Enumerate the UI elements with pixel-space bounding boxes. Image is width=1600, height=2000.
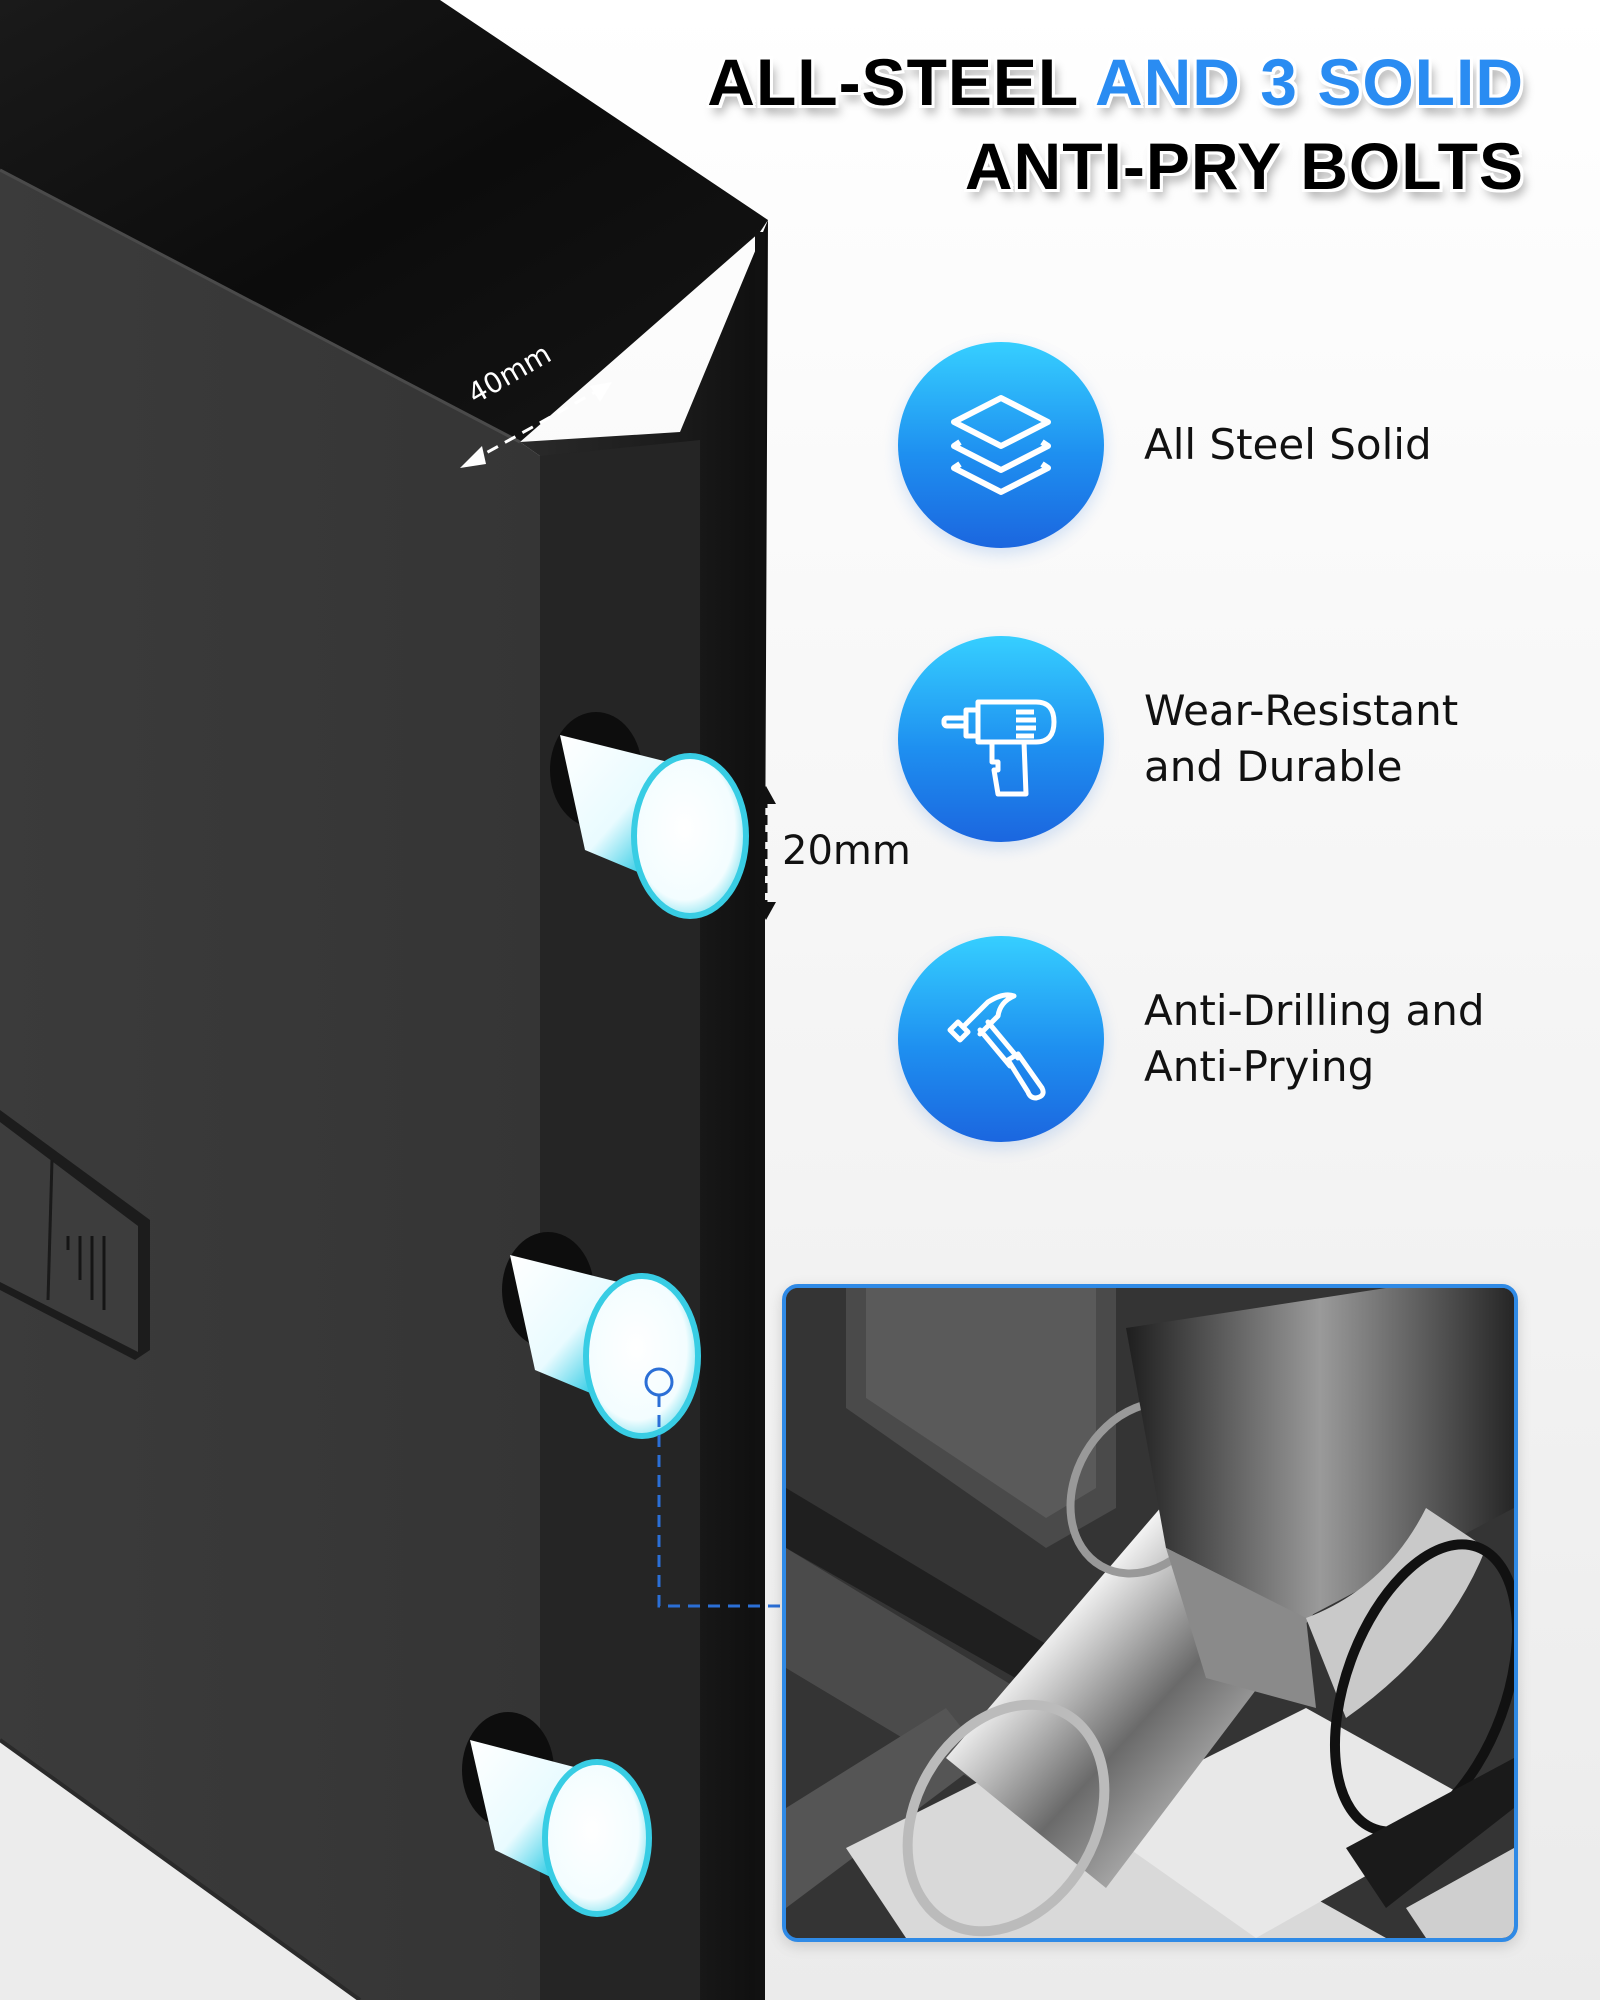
feature-badge (898, 342, 1104, 548)
door-front-face (0, 170, 540, 2000)
bolt-bottom (462, 1712, 652, 1917)
diameter-dimension-arrow (756, 786, 776, 920)
bolt-diameter-label: 20mm (782, 828, 911, 874)
headline-line-2: ANTI-PRY BOLTS (964, 129, 1524, 203)
feature-wear-resistant: Wear-Resistant and Durable (898, 636, 1458, 842)
feature-label: Wear-Resistant and Durable (1144, 686, 1459, 791)
stacked-layers-icon (951, 395, 1051, 495)
feature-anti-drilling: Anti-Drilling and Anti-Prying (898, 936, 1485, 1142)
door-handle (0, 1110, 150, 1360)
headline-highlight: AND 3 SOLID (1094, 45, 1524, 119)
door-top-face (0, 0, 768, 442)
bolt-mechanism-image (786, 1288, 1514, 1938)
feature-label: Anti-Drilling and Anti-Prying (1144, 986, 1485, 1091)
feature-label: All Steel Solid (1144, 420, 1432, 469)
headline: ALL-STEEL AND 3 SOLID ANTI-PRY BOLTS (707, 40, 1524, 208)
power-drill-icon (941, 699, 1057, 797)
bolt-closeup-inset (782, 1284, 1518, 1942)
feature-badge (898, 636, 1104, 842)
feature-badge (898, 936, 1104, 1142)
hammer-icon (947, 992, 1046, 1101)
bolt-top (550, 712, 749, 919)
bolt-middle (502, 1232, 701, 1439)
feature-all-steel: All Steel Solid (898, 342, 1432, 548)
headline-line-1: ALL-STEEL AND 3 SOLID (707, 45, 1524, 119)
callout-connector (644, 1367, 782, 1608)
thickness-dimension-arrow (460, 382, 612, 468)
